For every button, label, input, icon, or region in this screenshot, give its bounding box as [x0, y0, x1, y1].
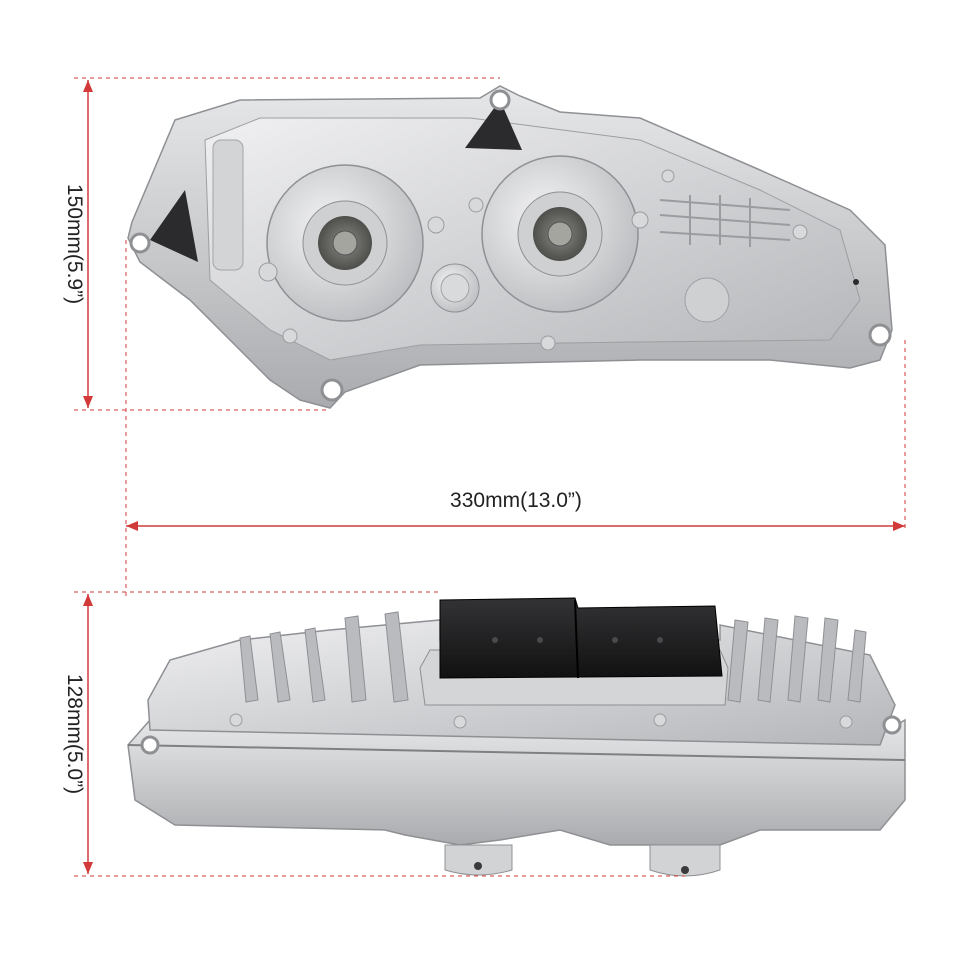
bottom-unit-image: [127, 597, 906, 877]
height-top-label: 150mm(5.9”): [63, 184, 86, 304]
dimension-lines: [74, 77, 906, 877]
width-label: 330mm(13.0”): [450, 489, 582, 512]
top-unit-image: [127, 85, 893, 409]
height-bottom-label: 128mm(5.0”): [63, 674, 86, 794]
connector-block: [439, 597, 723, 679]
